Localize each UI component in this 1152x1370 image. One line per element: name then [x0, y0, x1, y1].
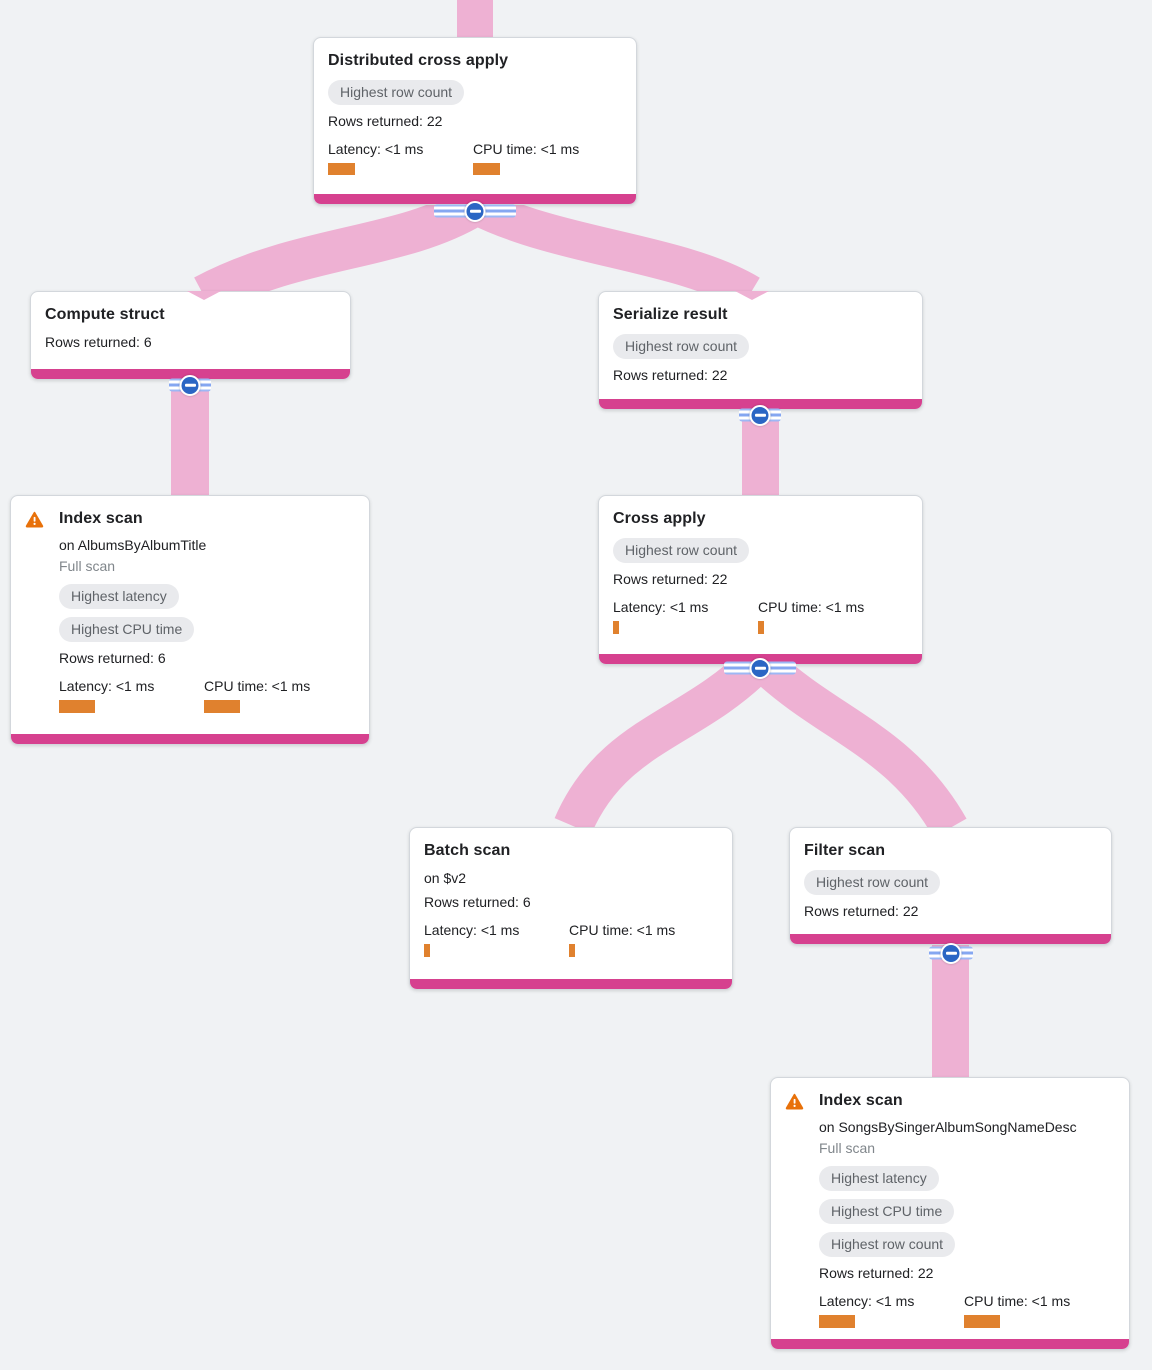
cpu-time-label: CPU time: <1 ms [758, 599, 865, 615]
cpu-time-bar [569, 944, 575, 957]
node-title: Filter scan [804, 842, 886, 859]
cpu-time-label: CPU time: <1 ms [204, 678, 311, 694]
highest-row-count-badge: Highest row count [804, 870, 941, 895]
edge-cross-apply-to-filter-scan [750, 650, 967, 838]
minus-icon [179, 374, 201, 396]
node-batch-scan[interactable]: Batch scan on $v2 Rows returned: 6 Laten… [409, 827, 733, 990]
node-title: Distributed cross apply [328, 52, 509, 69]
edge-arrow-tip [735, 291, 769, 300]
node-title: Cross apply [613, 510, 706, 527]
rows-returned-label: Rows returned: 22 [804, 903, 919, 919]
minus-icon [749, 657, 771, 679]
node-index-scan-albums[interactable]: Index scan on AlbumsByAlbumTitle Full sc… [10, 495, 370, 745]
cpu-time-label: CPU time: <1 ms [964, 1293, 1071, 1309]
node-serialize-result[interactable]: Serialize result Highest row count Rows … [598, 291, 923, 410]
scan-target-label: on $v2 [424, 870, 467, 886]
rows-returned-label: Rows returned: 22 [819, 1265, 934, 1281]
cpu-time-bar [964, 1315, 1000, 1328]
warning-icon [785, 1093, 804, 1110]
cpu-time-label: CPU time: <1 ms [473, 141, 580, 157]
node-title: Batch scan [424, 842, 511, 859]
edge-cross-apply-to-batch-scan [554, 649, 771, 835]
latency-bar [819, 1315, 855, 1328]
full-scan-label: Full scan [819, 1140, 876, 1156]
node-compute-struct[interactable]: Compute struct Rows returned: 6 [30, 291, 351, 380]
warning-icon [25, 511, 44, 528]
cpu-time-label: CPU time: <1 ms [569, 922, 676, 938]
node-title: Index scan [59, 510, 143, 527]
minus-icon [940, 942, 962, 964]
latency-label: Latency: <1 ms [613, 599, 709, 615]
node-filter-scan[interactable]: Filter scan Highest row count Rows retur… [789, 827, 1112, 945]
highest-latency-badge: Highest latency [59, 584, 179, 609]
node-cross-apply[interactable]: Cross apply Highest row count Rows retur… [598, 495, 923, 665]
edge-distributed-to-serialize-result [468, 188, 760, 311]
rows-returned-label: Rows returned: 6 [59, 650, 166, 666]
highest-cpu-time-badge: Highest CPU time [819, 1199, 955, 1224]
latency-label: Latency: <1 ms [424, 922, 520, 938]
collapse-button-filter-scan[interactable] [929, 942, 973, 964]
collapse-button-compute-struct[interactable] [169, 374, 211, 396]
latency-bar [613, 621, 619, 634]
highest-row-count-badge: Highest row count [613, 538, 750, 563]
edge-filter-scan-to-index-scan [932, 941, 969, 1078]
rows-returned-label: Rows returned: 22 [328, 113, 443, 129]
highest-row-count-badge: Highest row count [819, 1232, 956, 1257]
highest-cpu-time-badge: Highest CPU time [59, 617, 195, 642]
rows-returned-label: Rows returned: 6 [424, 894, 531, 910]
scan-target-label: on AlbumsByAlbumTitle [59, 537, 207, 553]
rows-returned-label: Rows returned: 22 [613, 367, 728, 383]
highest-row-count-badge: Highest row count [613, 334, 750, 359]
rows-returned-label: Rows returned: 22 [613, 571, 728, 587]
latency-label: Latency: <1 ms [59, 678, 155, 694]
edge-arrow-tip [187, 291, 221, 300]
edge-distributed-to-compute-struct [194, 187, 484, 315]
highest-latency-badge: Highest latency [819, 1166, 939, 1191]
edge-compute-struct-to-index-scan [171, 376, 209, 496]
cpu-time-bar [473, 163, 500, 175]
latency-bar [328, 163, 355, 175]
collapse-button-cross-apply[interactable] [724, 657, 796, 679]
minus-icon [464, 200, 486, 222]
collapse-button-serialize-result[interactable] [739, 404, 781, 426]
scan-target-label: on SongsBySingerAlbumSongNameDesc [819, 1119, 1077, 1135]
cpu-time-bar [204, 700, 240, 713]
edge-root-to-distributed-cross-apply [457, 0, 493, 42]
latency-bar [59, 700, 95, 713]
collapse-button-distributed-cross-apply[interactable] [434, 200, 516, 222]
latency-bar [424, 944, 430, 957]
latency-label: Latency: <1 ms [328, 141, 424, 157]
node-index-scan-songs[interactable]: Index scan on SongsBySingerAlbumSongName… [770, 1077, 1130, 1350]
rows-returned-label: Rows returned: 6 [45, 334, 152, 350]
highest-row-count-badge: Highest row count [328, 80, 465, 105]
latency-label: Latency: <1 ms [819, 1293, 915, 1309]
node-title: Compute struct [45, 306, 165, 323]
node-title: Index scan [819, 1092, 903, 1109]
node-distributed-cross-apply[interactable]: Distributed cross apply Highest row coun… [313, 37, 637, 205]
full-scan-label: Full scan [59, 558, 116, 574]
minus-icon [749, 404, 771, 426]
cpu-time-bar [758, 621, 764, 634]
node-title: Serialize result [613, 306, 728, 323]
